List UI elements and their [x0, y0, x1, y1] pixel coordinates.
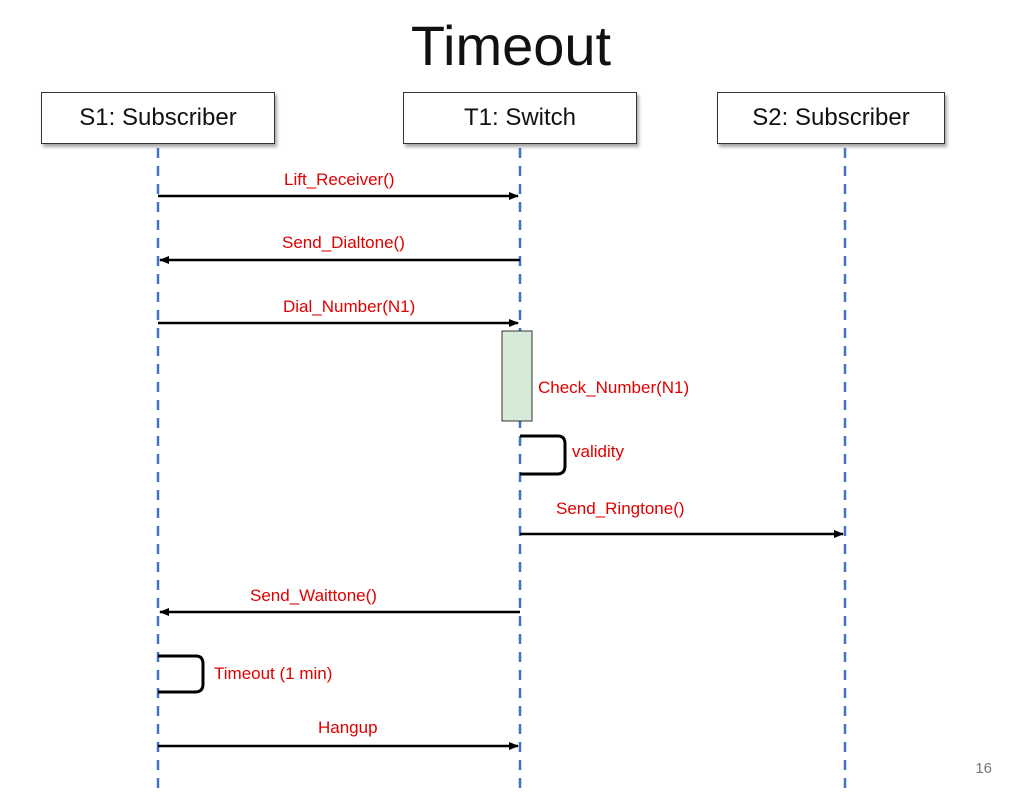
label-validity: validity [572, 442, 624, 461]
label-timeout: Timeout (1 min) [214, 664, 333, 683]
label-send-ringtone: Send_Ringtone() [556, 499, 685, 518]
label-check-number: Check_Number(N1) [538, 378, 690, 397]
label-send-waittone: Send_Waittone() [250, 586, 377, 605]
actor-t1-switch: T1: Switch [403, 92, 637, 144]
activation-box [501, 330, 533, 422]
slide-title: Timeout [410, 14, 612, 77]
actor-s1-label: S1: Subscriber [79, 104, 237, 131]
label-lift-receiver: Lift_Receiver() [284, 170, 395, 189]
self-loop-validity [520, 434, 567, 476]
page-number: 16 [975, 760, 992, 777]
actor-s2-label: S2: Subscriber [752, 104, 910, 131]
label-hangup: Hangup [318, 718, 378, 737]
label-send-dialtone: Send_Dialtone() [282, 233, 405, 252]
actor-s1-subscriber: S1: Subscriber [41, 92, 275, 144]
actor-t1-label: T1: Switch [463, 104, 577, 131]
self-loop-timeout [158, 654, 205, 694]
actor-s2-subscriber: S2: Subscriber [717, 92, 945, 144]
label-dial-number: Dial_Number(N1) [283, 297, 416, 316]
